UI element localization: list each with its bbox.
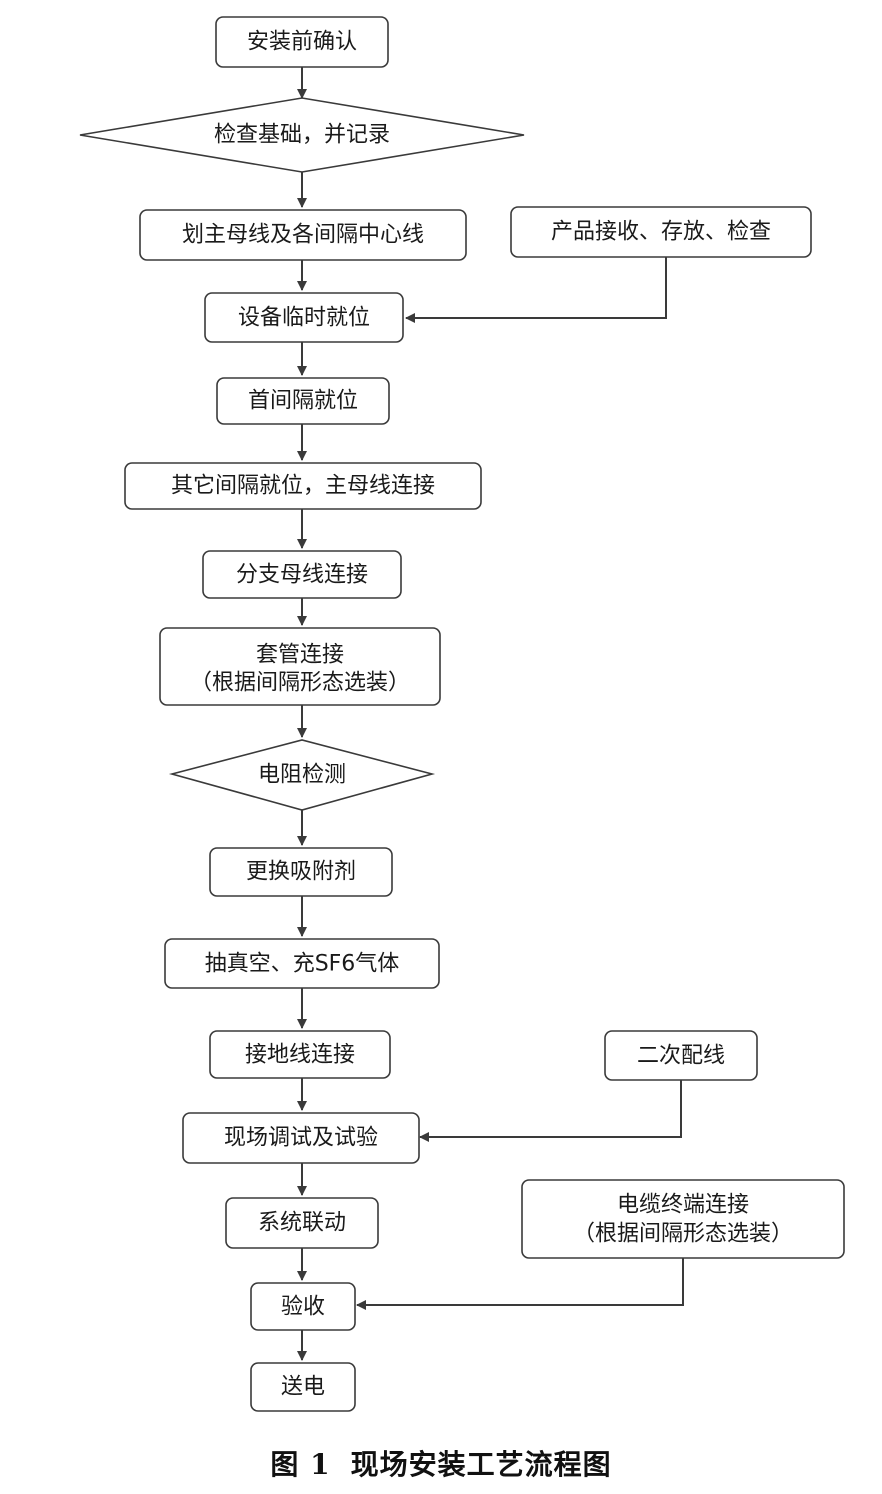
- node-vacuum-label: 抽真空、充SF6气体: [205, 952, 400, 977]
- node-commissioning-box: [182, 1112, 420, 1164]
- figure-caption-title: 现场安装工艺流程图: [350, 1448, 612, 1481]
- node-branchbus-box: [202, 550, 402, 599]
- node-centerline-label: 划主母线及各间隔中心线: [182, 223, 424, 248]
- node-adsorbent-box: [209, 847, 393, 897]
- node-bushing-label-line1: 套管连接: [256, 643, 344, 668]
- node-cabletermination-box: [521, 1179, 845, 1259]
- node-poweron-label: 送电: [281, 1375, 325, 1400]
- node-resistance-diamond: [168, 739, 436, 811]
- node-receive-box: [510, 206, 812, 258]
- node-branchbus-label: 分支母线连接: [236, 563, 368, 588]
- node-centerline-box: [139, 209, 467, 261]
- node-secondary-box: [604, 1030, 758, 1081]
- node-otherbays-box: [124, 462, 482, 510]
- node-foundation-label: 检查基础，并记录: [214, 123, 390, 148]
- edge-receive-tempplace: [405, 257, 667, 323]
- node-vacuum-box: [164, 938, 440, 989]
- node-commissioning-label: 现场调试及试验: [224, 1126, 378, 1151]
- edge-cabletermination-acceptance: [356, 1258, 684, 1310]
- figure-caption: 图 1 现场安装工艺流程图: [0, 1443, 882, 1483]
- node-ground-label: 接地线连接: [245, 1043, 355, 1068]
- flowchart: 安装前确认 检查基础，并记录 划主母线及各间隔中心线 产品接收、存放、检查 设备…: [79, 16, 845, 1412]
- node-confirm-box: [215, 16, 389, 68]
- node-adsorbent-label: 更换吸附剂: [246, 860, 356, 885]
- node-bushing-label-line2: （根据间隔形态选装）: [190, 671, 410, 696]
- node-tempplace-box: [204, 292, 404, 343]
- node-cabletermination-label-line2: （根据间隔形态选装）: [573, 1222, 793, 1247]
- node-foundation-diamond: [79, 97, 525, 173]
- node-firstbay-box: [216, 377, 390, 425]
- node-ground-box: [209, 1030, 391, 1079]
- node-secondary-label: 二次配线: [637, 1044, 725, 1069]
- node-acceptance-box: [250, 1282, 356, 1331]
- node-linkage-label: 系统联动: [258, 1211, 346, 1236]
- node-confirm-label: 安装前确认: [247, 30, 357, 55]
- node-acceptance-label: 验收: [281, 1295, 325, 1320]
- node-resistance-label: 电阻检测: [258, 763, 346, 788]
- node-bushing-box: [159, 627, 441, 706]
- edge-secondary-commissioning: [419, 1080, 682, 1142]
- node-linkage-box: [225, 1197, 379, 1249]
- node-otherbays-label: 其它间隔就位，主母线连接: [171, 474, 435, 499]
- node-firstbay-label: 首间隔就位: [248, 389, 358, 414]
- node-tempplace-label: 设备临时就位: [238, 306, 370, 331]
- node-cabletermination-label-line1: 电缆终端连接: [617, 1193, 749, 1218]
- node-poweron-box: [250, 1362, 356, 1412]
- figure-caption-label: 图 1: [270, 1448, 331, 1481]
- node-receive-label: 产品接收、存放、检查: [551, 220, 771, 245]
